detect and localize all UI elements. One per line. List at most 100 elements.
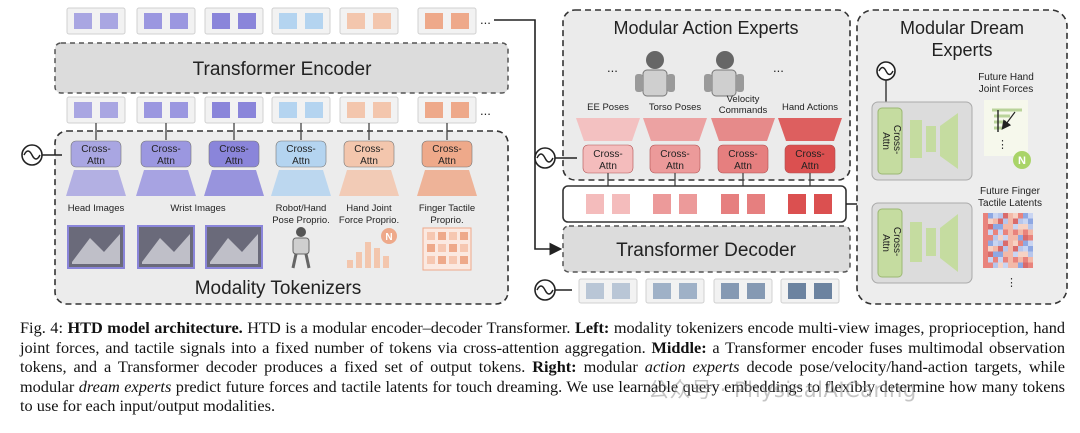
heatmap-cell: [1008, 257, 1013, 263]
encoder-input-token-group: [136, 96, 196, 124]
heatmap-cell: [1003, 246, 1008, 252]
heatmap-cell: [1023, 224, 1028, 230]
heatmap-cell: [993, 229, 998, 235]
caption-right-text-3: predict future forces and tactile latent…: [20, 376, 1065, 416]
heatmap-cell: [1008, 251, 1013, 257]
heatmap-cell: [998, 213, 1003, 219]
decoder-query-token-group: [645, 278, 705, 304]
decoder-output-token-group: [653, 194, 697, 214]
heatmap-cell: [1023, 213, 1028, 219]
heatmap-cell: [1028, 246, 1033, 252]
decoder-query-tokens: [578, 278, 840, 304]
action-label: Velocity: [727, 94, 760, 105]
cross-attn-label: Cross-: [151, 144, 180, 155]
caption-right-text-1: modular: [576, 357, 645, 377]
heatmap-cell: [1013, 218, 1018, 224]
heatmap-cell: [993, 251, 998, 257]
heatmap-cell: [1013, 246, 1018, 252]
tokenizer-trapezoid: [339, 170, 399, 196]
heatmap-cell: [1013, 240, 1018, 246]
figure-caption: Fig. 4: HTD model architecture. HTD is a…: [20, 318, 1065, 416]
cross-attn-label: Cross-: [432, 144, 461, 155]
action-label: Torso Poses: [649, 102, 702, 113]
heatmap-cell: [988, 224, 993, 230]
cross-attn-label: Cross-: [728, 149, 757, 160]
heatmap-cell: [1028, 251, 1033, 257]
tokenizer-trapezoid: [204, 170, 264, 196]
svg-text:N: N: [385, 232, 392, 243]
future-force-label-1: Future Hand: [978, 72, 1034, 83]
heatmap-cell: [988, 235, 993, 241]
caption-action-experts: action experts: [644, 357, 740, 377]
caption-left-text: modality tokenizers encode multi-view im…: [20, 318, 1065, 357]
heatmap-cell: [1018, 224, 1023, 230]
heatmap-cell: [1003, 251, 1008, 257]
encoder-input-token-group: [66, 96, 126, 124]
heatmap-cell: [1028, 224, 1033, 230]
action-head-trapezoid: [643, 118, 707, 141]
heatmap-cell: [993, 257, 998, 263]
heatmap-cell: [1018, 257, 1023, 263]
decoder-output-token-group: [721, 194, 765, 214]
action-experts-title: Modular Action Experts: [613, 18, 798, 38]
heatmap-cell: [1023, 229, 1028, 235]
heatmap-cell: [1023, 251, 1028, 257]
svg-text:⋮: ⋮: [997, 139, 1008, 151]
caption-right-head: Right:: [532, 357, 577, 377]
future-tactile-label-1: Future Finger: [980, 186, 1041, 197]
robot-image-2: [704, 51, 744, 97]
caption-title: HTD model architecture.: [67, 318, 243, 337]
heatmap-cell: [998, 262, 1003, 268]
tokenizer-trapezoid: [271, 170, 331, 196]
decoder-query-token-group: [578, 278, 638, 304]
heatmap-cell: [983, 251, 988, 257]
decoder-query-token-group: [780, 278, 840, 304]
svg-text:Cross- Attn: Cross- Attn: [880, 125, 902, 157]
heatmap-cell: [983, 235, 988, 241]
heatmap-cell: [998, 240, 1003, 246]
heatmap-cell: [988, 257, 993, 263]
cross-attn-label: Attn: [666, 161, 684, 172]
heatmap-cell: [988, 262, 993, 268]
left-panel: ... Transformer Encoder ... Cross-AttnHe…: [21, 7, 509, 305]
right-panel: Modular Dream Experts Cross- Attn Future…: [856, 9, 1068, 305]
action-head-trapezoid: [711, 118, 775, 141]
heatmap-cell: [1008, 218, 1013, 224]
heatmap-cell: [983, 240, 988, 246]
modality-label: Wrist Images: [170, 203, 226, 214]
encoder-output-tokens: [66, 7, 477, 35]
heatmap-cell: [1023, 246, 1028, 252]
transformer-decoder-block: [562, 225, 851, 273]
tokenizer-trapezoid: [136, 170, 196, 196]
tokenizer-trapezoid: [66, 170, 126, 196]
heatmap-cell: [1003, 218, 1008, 224]
robot-image-1: [635, 51, 675, 97]
action-experts-box: [562, 9, 851, 181]
tactile-ellipsis: ⋮: [1006, 277, 1017, 289]
encoder-input-ellipsis: ...: [480, 103, 491, 118]
transformer-encoder-block: [54, 42, 509, 94]
watermark: 公众号 · PhysicalAICaring: [648, 378, 917, 402]
cross-attn-label: Attn: [599, 161, 617, 172]
heatmap-cell: [1013, 235, 1018, 241]
cross-attn-label: Attn: [360, 156, 378, 167]
heatmap-cell: [988, 218, 993, 224]
modality-tokenizers-label: Modality Tokenizers: [195, 278, 362, 299]
cross-attn-label: Cross-: [354, 144, 383, 155]
heatmap-cell: [1023, 262, 1028, 268]
decoder-query-icon: [534, 279, 572, 301]
heatmap-cell: [1028, 229, 1033, 235]
heatmap-cell: [993, 235, 998, 241]
dream-experts-title-1: Modular Dream: [900, 18, 1024, 38]
heatmap-cell: [1028, 235, 1033, 241]
heatmap-cell: [1008, 213, 1013, 219]
cross-attn-label: Attn: [87, 156, 105, 167]
heatmap-cell: [1023, 235, 1028, 241]
transformer-decoder-label: Transformer Decoder: [616, 240, 797, 261]
dream-cross-attn-1b: Attn: [880, 132, 891, 150]
